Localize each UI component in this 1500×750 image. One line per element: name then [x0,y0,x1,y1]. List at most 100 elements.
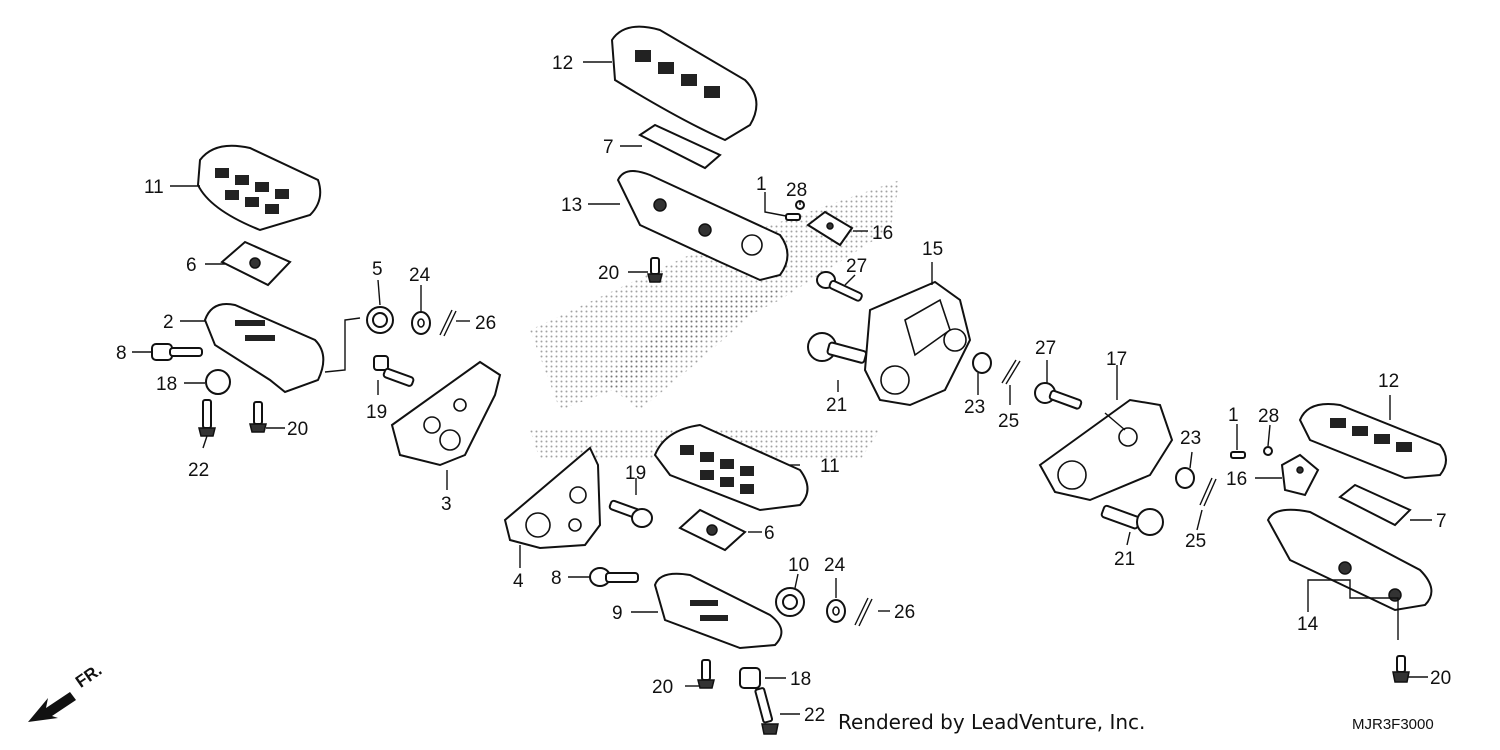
callout-12-top: 12 [552,53,573,74]
callout-18-bottom: 18 [790,669,811,690]
callout-28-right: 28 [1258,406,1279,427]
callout-20-left: 20 [287,419,308,440]
part-20-bolt-top [647,257,663,283]
part-12-footpeg-rubber-right [1298,403,1447,480]
part-3-bracket-left [390,360,502,467]
part-8-pin-mid [589,567,639,587]
callout-1-top: 1 [756,174,767,195]
callout-11-left: 11 [144,177,164,198]
part-9-footpeg-mid [653,572,783,650]
callout-20-top: 20 [598,263,619,284]
callout-6-mid: 6 [764,523,775,544]
part-7-plate-top [638,123,722,170]
callout-26-mid: 26 [894,602,915,623]
callout-9: 9 [612,603,623,624]
part-4-bracket [503,446,602,550]
callout-8-left: 8 [116,343,127,364]
part-24-washer-mid [826,599,846,623]
footer-credit: Rendered by LeadVenture, Inc. [838,710,1146,734]
callout-27-top: 27 [846,256,867,277]
callout-19-mid: 19 [625,463,646,484]
part-24-washer-left [411,311,431,335]
callout-5: 5 [372,259,383,280]
part-28-ring-right [1263,446,1273,456]
callout-labels: 12 7 11 13 1 28 16 6 20 27 15 5 24 26 2 … [116,53,1451,726]
part-18-collar-bottom [739,667,761,689]
part-23-washer-right [1175,467,1195,489]
callout-15: 15 [922,239,943,260]
part-2-footpeg-left [203,303,325,394]
callout-19-left: 19 [366,402,387,423]
callout-12-right: 12 [1378,371,1399,392]
callout-16-right: 16 [1226,469,1247,490]
callout-23-mid: 23 [964,397,985,418]
callout-21-right: 21 [1114,549,1135,570]
part-26-cotter-pin-mid [854,597,873,627]
part-13-footpeg-top [616,170,789,282]
callout-28-top: 28 [786,180,807,201]
part-20-bolt-left [249,401,267,433]
part-10-spring [775,587,805,617]
part-25-cotter-pin-right [1199,477,1217,507]
callout-14: 14 [1297,614,1319,635]
callout-13: 13 [561,195,582,216]
part-15-bracket [863,280,972,407]
callout-21-mid: 21 [826,395,847,416]
part-21-bolt-mid [807,332,868,364]
callout-20-right: 20 [1430,668,1451,689]
part-19-bolt-mid [608,499,653,528]
part-16-plate-right [1280,453,1320,497]
part-18-collar-left [205,369,231,395]
part-23-washer-mid [972,352,992,374]
callout-1-right: 1 [1228,405,1239,426]
callout-4: 4 [513,571,524,592]
part-8-pin-left [151,343,203,361]
part-17-bracket [1038,398,1174,502]
part-7-plate-right [1338,483,1412,527]
part-5-spring-left [366,306,394,334]
callout-24-left: 24 [409,265,431,286]
callout-7-right: 7 [1436,511,1447,532]
part-20-bolt-bottom [697,659,715,689]
callout-17: 17 [1106,349,1127,370]
callout-3: 3 [441,494,452,515]
part-26-cotter-pin-left [439,309,457,337]
callout-25-mid: 25 [998,411,1019,432]
part-1-spring-right [1230,451,1246,459]
callout-10: 10 [788,555,809,576]
callout-7-top: 7 [603,137,614,158]
part-21-bolt-right [1100,504,1164,536]
callout-6-left: 6 [186,255,197,276]
diagram-code: MJR3F3000 [1352,716,1434,733]
callout-26-left: 26 [475,313,496,334]
part-16-plate-top [806,210,854,247]
part-27-pin-right [1034,382,1083,410]
front-arrow-icon [28,692,76,722]
part-19-bolt-left [373,355,415,387]
callout-24-mid: 24 [824,555,846,576]
part-6-plate-left [220,240,292,287]
part-12-footpeg-rubber-top [610,25,758,142]
part-22-bolt-bottom [754,687,779,735]
callout-16-top: 16 [872,223,893,244]
part-25-cotter-pin-mid [1001,359,1021,385]
part-22-bolt-left [198,399,216,437]
callout-23-right: 23 [1180,428,1201,449]
part-27-pin-top [816,271,863,302]
part-11-footpeg-rubber-mid [653,423,809,512]
callout-11-mid: 11 [820,456,840,477]
part-1-spring-top [785,213,801,221]
leader-lines [132,61,1432,715]
callout-22-left: 22 [188,460,209,481]
callout-18-left: 18 [156,374,177,395]
callout-27-right: 27 [1035,338,1056,359]
callout-25-right: 25 [1185,531,1206,552]
part-11-footpeg-rubber-left [196,144,322,232]
part-6-plate-mid [678,508,747,552]
callout-2: 2 [163,312,174,333]
callout-22-bottom: 22 [804,705,825,726]
part-20-bolt-right [1392,655,1410,683]
callout-20-bottom: 20 [652,677,673,698]
callout-8-mid: 8 [551,568,562,589]
